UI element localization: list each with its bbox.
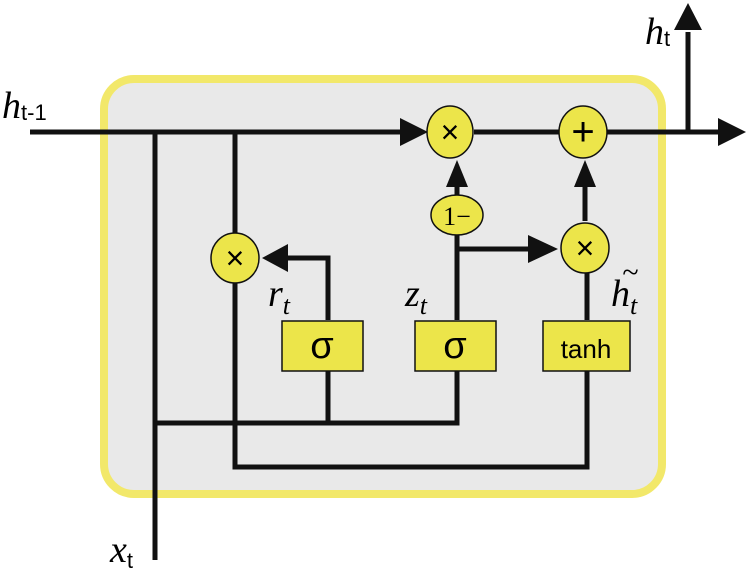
svg-text:×: × xyxy=(576,230,595,266)
tanh-gate: tanh xyxy=(542,320,631,372)
arrow-head xyxy=(262,244,288,272)
arrow-head xyxy=(674,3,702,30)
h-prev-label: ht-1 xyxy=(2,85,47,127)
svg-text:tanh: tanh xyxy=(561,334,612,364)
svg-text:×: × xyxy=(226,240,245,276)
reset-gate-sigma: σ xyxy=(281,320,364,372)
svg-text:σ: σ xyxy=(443,325,466,367)
arrow-head xyxy=(446,160,468,187)
svg-text:×: × xyxy=(441,114,460,150)
mult-candidate-node: × xyxy=(560,222,610,274)
update-gate-sigma: σ xyxy=(414,320,497,372)
cell-box xyxy=(100,75,666,498)
svg-text:+: + xyxy=(571,110,594,154)
arrow-head xyxy=(718,118,746,146)
arrowheads xyxy=(262,3,746,272)
candidate-tilde: ~ xyxy=(622,256,638,289)
h-out-label: ht xyxy=(645,11,670,53)
one-minus-node: 1− xyxy=(430,194,484,236)
mult-reset-node: × xyxy=(210,232,260,284)
svg-text:σ: σ xyxy=(310,325,333,367)
add-node: + xyxy=(558,105,608,159)
mult-prev-node: × xyxy=(426,105,474,159)
arrow-head xyxy=(574,160,596,187)
svg-text:1−: 1− xyxy=(443,202,471,231)
update-label: zt xyxy=(404,273,428,320)
candidate-label: ht xyxy=(611,273,638,320)
x-in-label: xt xyxy=(109,529,133,573)
arrow-head xyxy=(528,235,558,263)
reset-label: rt xyxy=(268,273,291,320)
arrow-head xyxy=(400,118,428,146)
connections xyxy=(30,32,720,560)
